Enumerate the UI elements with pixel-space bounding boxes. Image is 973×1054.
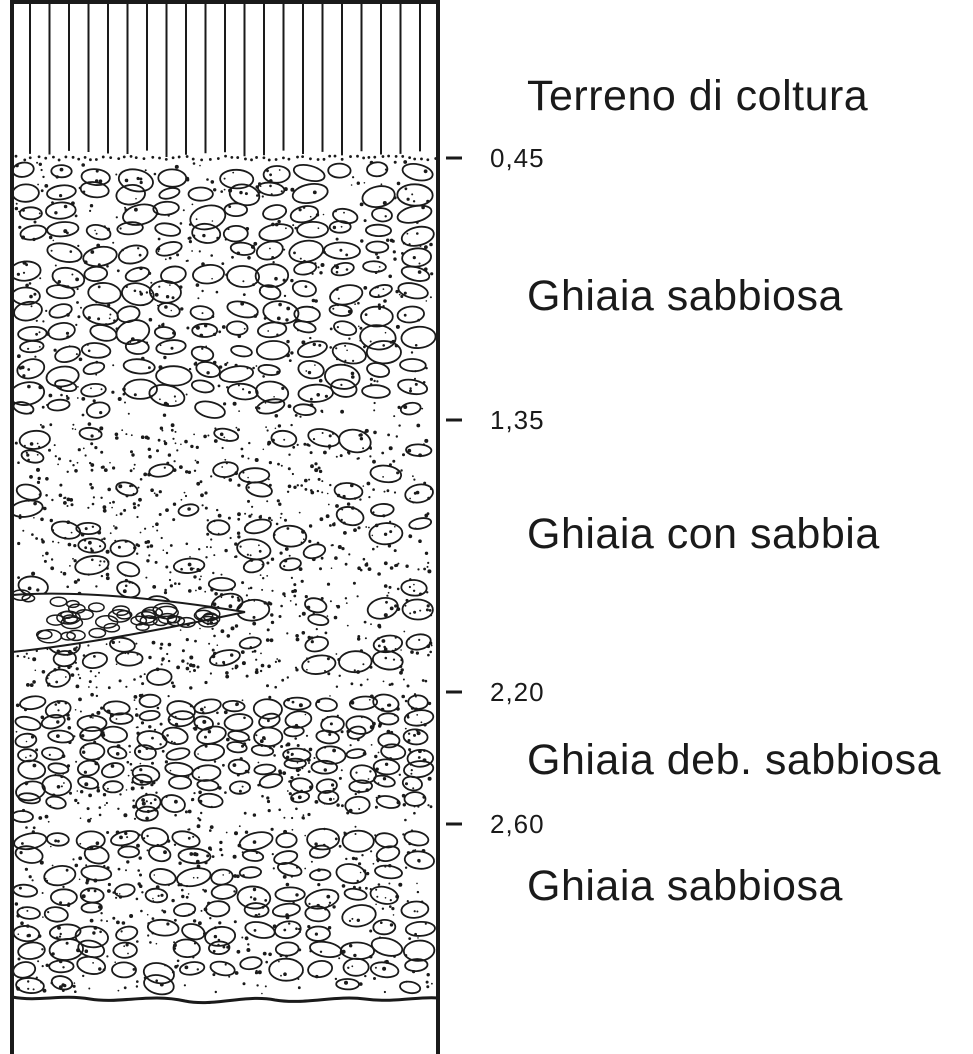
gravel-with-sand-layer <box>9 422 434 689</box>
sandy-gravel-layer-lower <box>12 824 436 997</box>
layer-label-gravel-with-sand: Ghiaia con sabbia <box>527 510 880 559</box>
topsoil-layer <box>15 4 437 161</box>
layer-label-topsoil: Terreno di coltura <box>527 72 868 121</box>
gravel-lens <box>12 590 245 652</box>
column-bottom-boundary <box>12 997 438 1003</box>
depth-label-2-20: 2,20 <box>490 677 545 708</box>
depth-label-0-45: 0,45 <box>490 143 545 174</box>
depth-label-2-60: 2,60 <box>490 809 545 840</box>
layer-label-slightly-sandy-gravel: Ghiaia deb. sabbiosa <box>527 736 941 785</box>
depth-label-1-35: 1,35 <box>490 405 545 436</box>
layer-label-sandy-gravel-upper: Ghiaia sabbiosa <box>527 272 843 321</box>
slightly-sandy-gravel-layer <box>12 692 434 822</box>
sandy-gravel-layer-upper <box>8 160 436 421</box>
layer-label-sandy-gravel-lower: Ghiaia sabbiosa <box>527 862 843 911</box>
